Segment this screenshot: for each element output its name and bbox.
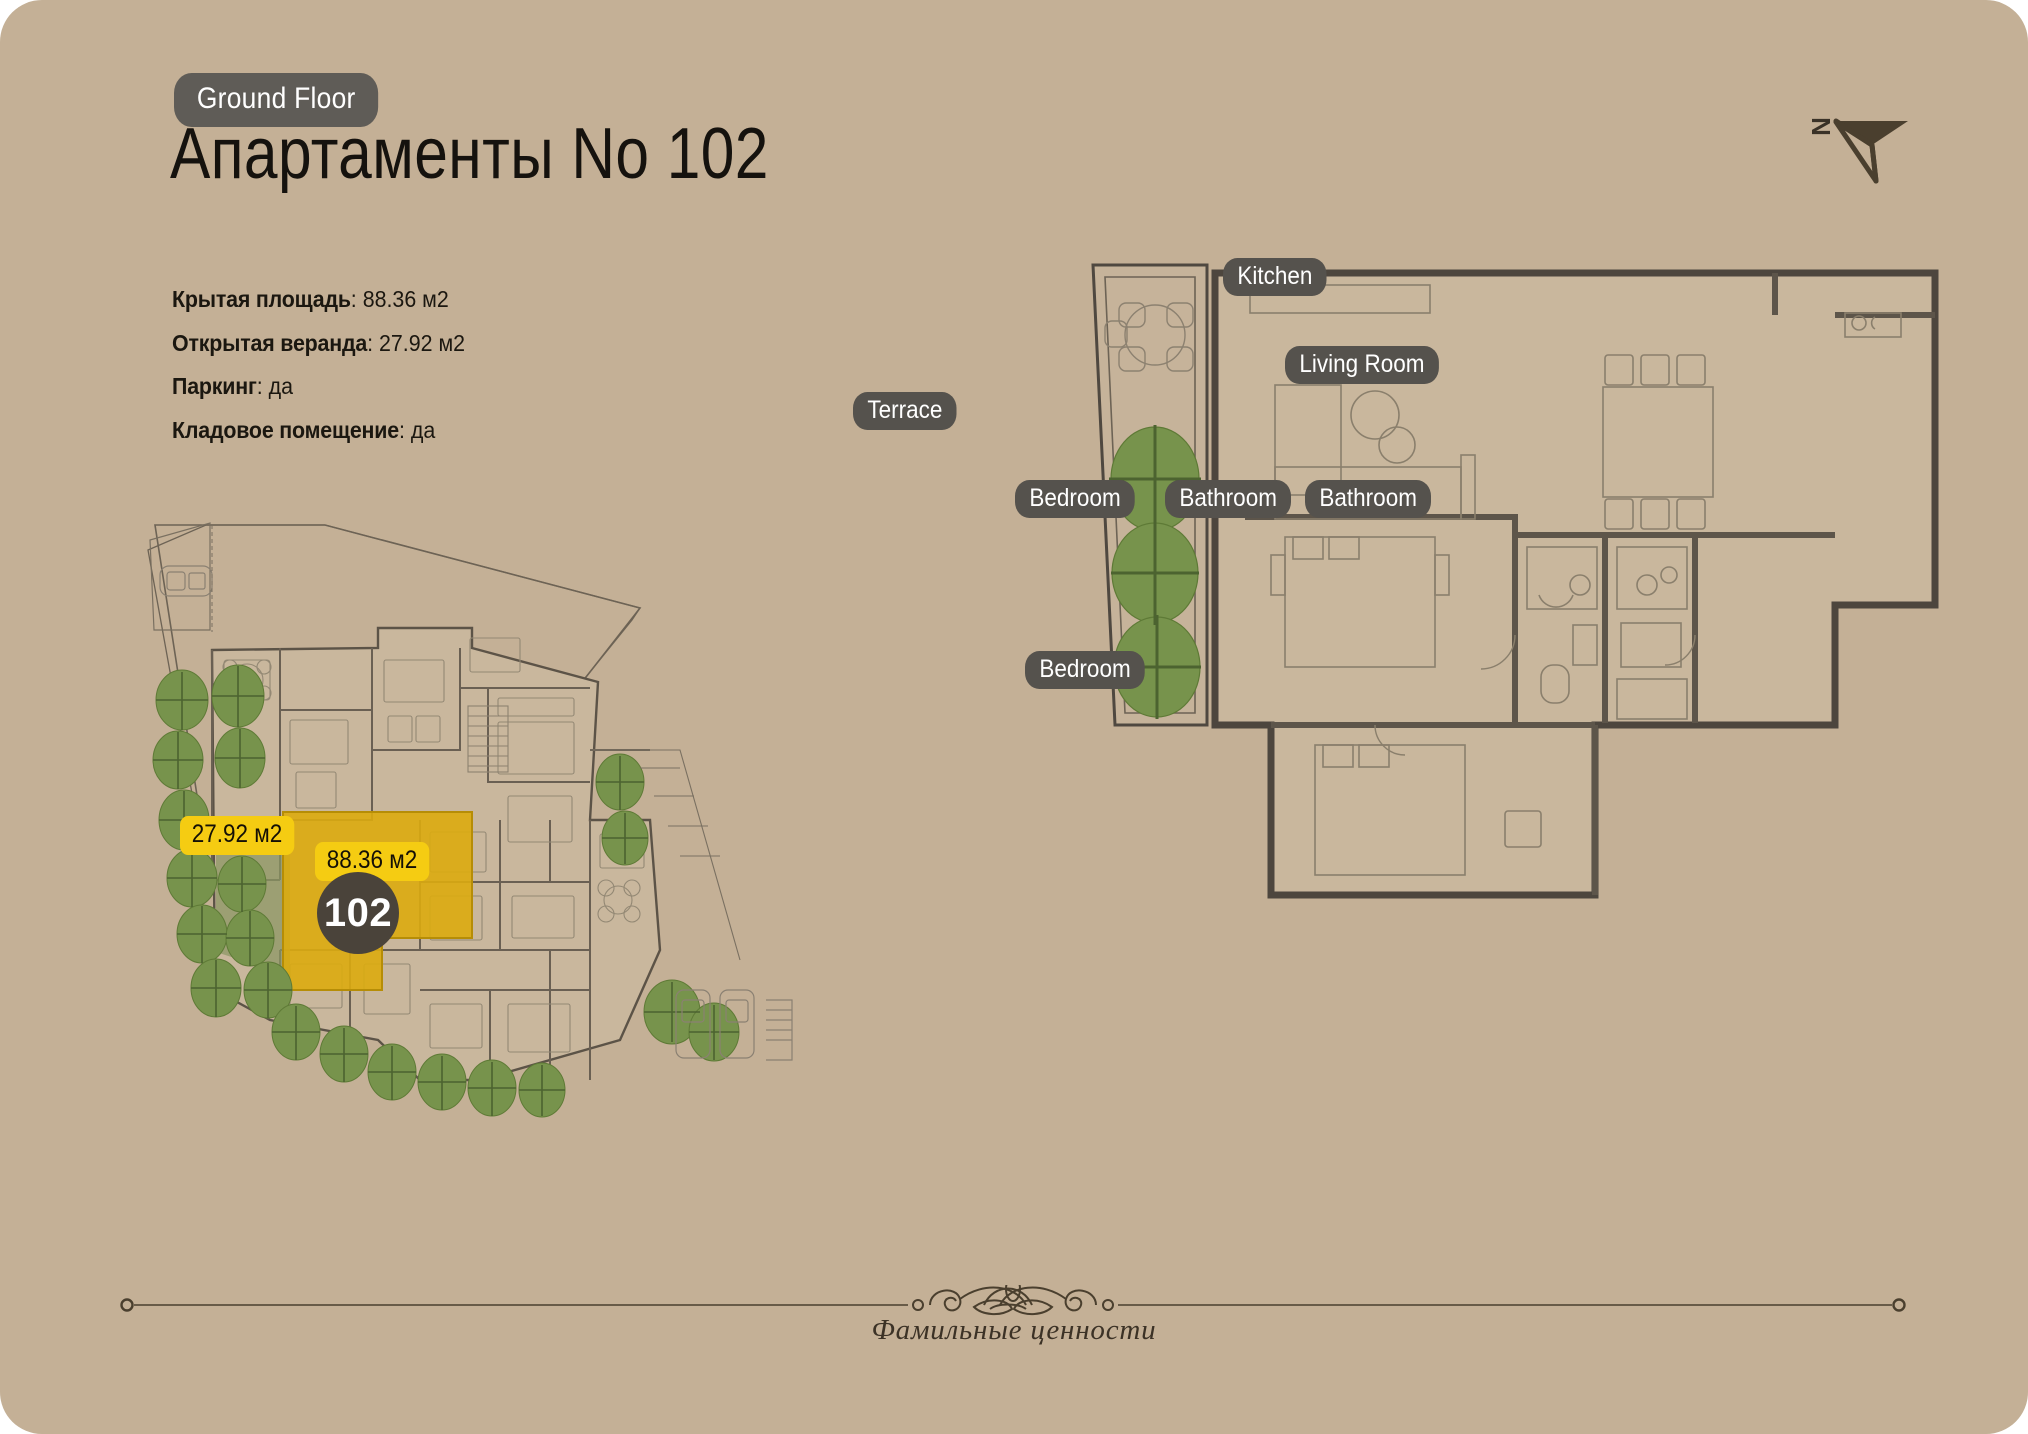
room-label-kitchen: Kitchen [1223,258,1327,297]
room-label-bathroom-2: Bathroom [1305,480,1432,519]
floor-badge: Ground Floor [174,73,379,127]
spec-value: : да [398,416,436,443]
floor-plan-drawing [1091,263,1939,899]
unit-number-marker[interactable]: 102 [317,872,399,954]
tree-cluster-right [595,753,740,1062]
spec-value: : да [256,373,294,399]
room-label-bathroom-1: Bathroom [1165,480,1292,519]
veranda-area-badge: 27.92 м2 [180,816,294,855]
brand-tagline: Фамильные ценности [871,1314,1157,1346]
tree-cluster-left [152,664,293,1019]
spec-row-parking: Паркинг: да [172,373,465,400]
spec-value: : 88.36 м2 [350,286,449,312]
site-plan[interactable]: 27.92 м2 88.36 м2 102 [120,520,910,1160]
spec-row-open-veranda: Открытая веранда: 27.92 м2 [172,330,465,357]
tree-cluster-bottom [271,1003,566,1118]
apartment-floor-plan[interactable]: Terrace Kitchen Living Room Bedroom Bath… [853,255,1955,955]
covered-area-badge: 88.36 м2 [315,842,429,881]
compass-north-label: N [1805,117,1836,136]
compass-north-arrow-icon [1833,118,1908,184]
site-plan-drawing [147,522,793,1118]
spec-row-storage: Кладовое помещение: да [172,417,465,444]
spec-label: Паркинг [172,373,257,399]
spec-row-covered-area: Крытая площадь: 88.36 м2 [172,286,465,313]
room-label-bedroom-1: Bedroom [1015,480,1136,519]
spec-label: Крытая площадь [172,286,351,312]
spec-label: Кладовое помещение [172,416,399,443]
spec-value: : 27.92 м2 [367,329,466,356]
page-title: Апартаменты No 102 [170,114,769,194]
room-label-terrace: Terrace [853,392,957,431]
room-label-bedroom-2: Bedroom [1025,651,1146,690]
specs-list: Крытая площадь: 88.36 м2 Открытая веранд… [172,286,487,460]
compass-rose: N [1806,105,1950,195]
spec-label: Открытая веранда [172,329,368,356]
room-label-living-room: Living Room [1285,346,1439,385]
